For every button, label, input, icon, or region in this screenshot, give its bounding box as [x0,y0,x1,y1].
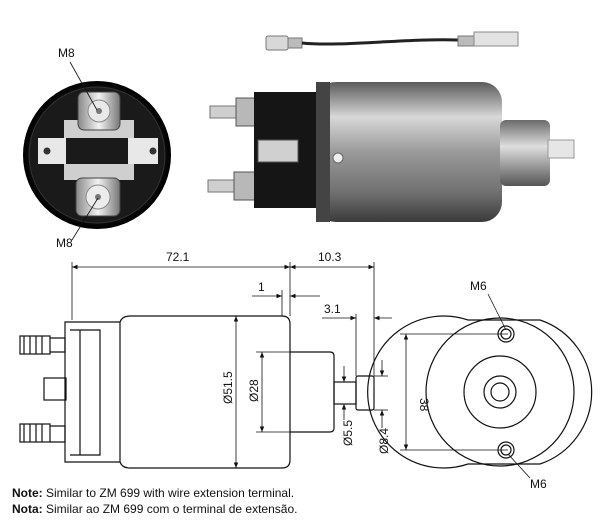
wire-photo [265,31,519,51]
note-pt-text: Similar ao ZM 699 com o terminal de exte… [46,502,298,516]
dim-body-dia: Ø51.5 [221,371,235,404]
dim-overall-length: 72.1 [166,250,190,264]
side-drawing [19,315,375,469]
side-photo [207,82,575,222]
dim-end-height: 38 [417,398,431,412]
dim-plunger-length: 10.3 [318,250,342,264]
front-label-bottom: M8 [56,236,73,250]
dimension-labels: 72.1 10.3 1 3.1 Ø51.5 Ø28 Ø5.5 Ø8.4 38 [166,250,431,454]
end-thread-top: M6 [470,279,487,293]
front-label-top: M8 [58,46,75,60]
note-pt-label: Nota: [12,502,43,516]
note-en-label: Note: [12,486,43,500]
dim-plunger-dia: Ø5.5 [341,420,355,446]
notes: Note: Similar to ZM 699 with wire extens… [12,485,297,517]
end-thread-bottom: M6 [530,477,547,491]
front-photo: M8 M8 [23,46,171,250]
dim-boss-dia: Ø28 [247,379,261,402]
dim-step: 1 [258,280,265,294]
dim-tip: 3.1 [324,302,341,316]
note-portuguese: Nota: Similar ao ZM 699 com o terminal d… [12,501,297,517]
end-view-drawing [367,293,593,479]
note-english: Note: Similar to ZM 699 with wire extens… [12,485,297,501]
note-en-text: Similar to ZM 699 with wire extension te… [46,486,295,500]
